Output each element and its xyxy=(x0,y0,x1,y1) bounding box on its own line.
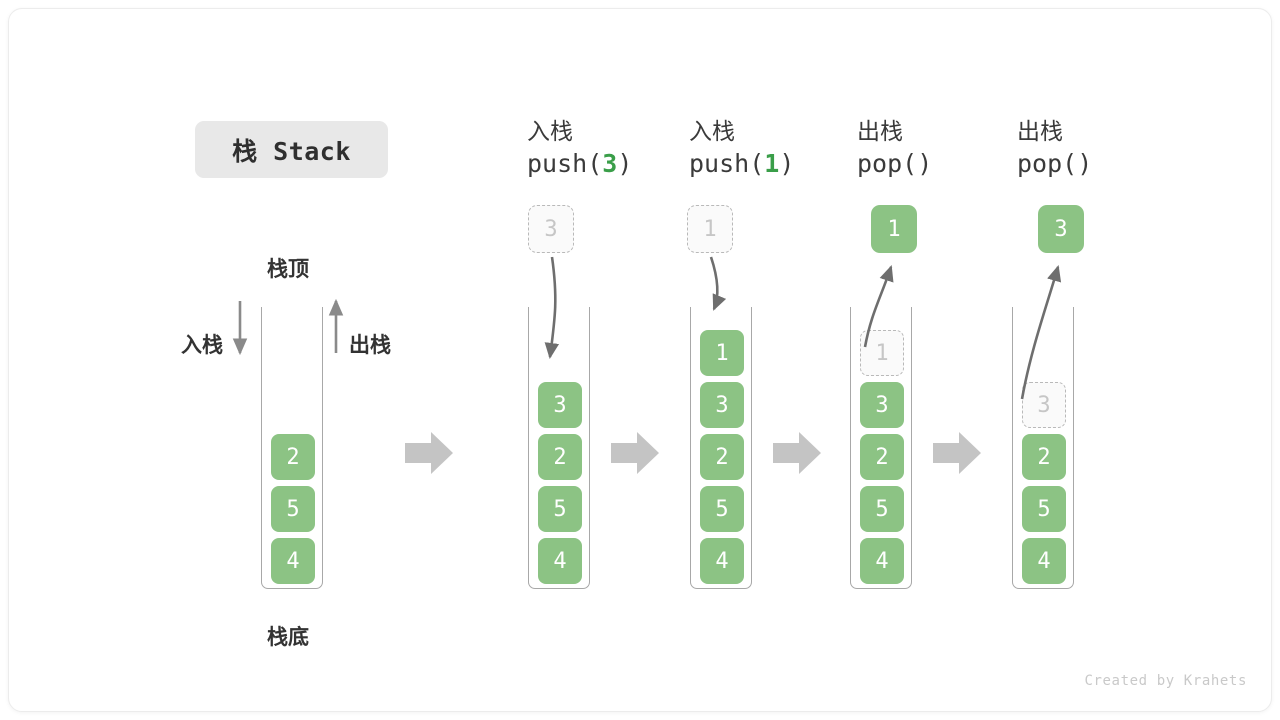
stack-cell: 5 xyxy=(1022,486,1066,532)
stack-cell: 4 xyxy=(700,538,744,584)
stack-items-pop-2: 4 5 2 3 xyxy=(1013,382,1075,584)
title-badge: 栈 Stack xyxy=(195,121,388,178)
column-header-code: push(3) xyxy=(527,147,727,181)
stack-tube-pop-2: 4 5 2 3 xyxy=(1012,307,1074,589)
stack-cell: 2 xyxy=(1022,434,1066,480)
column-header-cn: 入栈 xyxy=(689,119,735,145)
stack-cell: 4 xyxy=(271,538,315,584)
column-header-pop-2: 出栈 pop() xyxy=(1017,117,1217,181)
column-header-cn: 入栈 xyxy=(527,119,573,145)
stack-cell: 5 xyxy=(271,486,315,532)
stack-items-initial: 4 5 2 xyxy=(262,434,324,584)
code-argument: 1 xyxy=(764,149,780,178)
column-header-cn: 出栈 xyxy=(1017,119,1063,145)
pop-direction-label: 出栈 xyxy=(349,333,391,357)
stack-cell: 3 xyxy=(538,382,582,428)
floating-cell-push-3: 3 xyxy=(528,205,574,253)
column-header-pop-1: 出栈 pop() xyxy=(857,117,1057,181)
column-header-code: push(1) xyxy=(689,147,889,181)
stack-tube-initial: 4 5 2 xyxy=(261,307,323,589)
stack-cell: 2 xyxy=(700,434,744,480)
column-header-code: pop() xyxy=(1017,147,1217,181)
stack-top-label: 栈顶 xyxy=(267,257,309,281)
stack-cell: 2 xyxy=(538,434,582,480)
diagram-card: 栈 Stack 栈顶 入栈 出栈 4 5 2 栈底 入栈 push(3) 3 4… xyxy=(8,8,1272,712)
stack-cell: 4 xyxy=(1022,538,1066,584)
stack-cell: 1 xyxy=(700,330,744,376)
stack-tube-pop-1: 4 5 2 3 1 xyxy=(850,307,912,589)
stack-cell: 5 xyxy=(700,486,744,532)
code-suffix: ) xyxy=(1077,149,1093,178)
stack-items-push-3: 4 5 2 3 xyxy=(529,382,591,584)
code-prefix: push( xyxy=(527,149,603,178)
stack-cell: 2 xyxy=(271,434,315,480)
stack-cell: 2 xyxy=(860,434,904,480)
stack-cell: 4 xyxy=(860,538,904,584)
credit-text: Created by Krahets xyxy=(1084,673,1247,689)
push-direction-label: 入栈 xyxy=(181,333,223,357)
step-arrow-4-icon xyxy=(933,432,981,474)
arrows-overlay xyxy=(232,256,1062,474)
step-arrow-1-icon xyxy=(405,432,453,474)
column-header-push-1: 入栈 push(1) xyxy=(689,117,889,181)
floating-cell-pop-2: 3 xyxy=(1038,205,1084,253)
code-prefix: push( xyxy=(689,149,765,178)
column-header-cn: 出栈 xyxy=(857,119,903,145)
stack-cell: 1 xyxy=(860,330,904,376)
stack-tube-push-3: 4 5 2 3 xyxy=(528,307,590,589)
stack-items-push-1: 4 5 2 3 1 xyxy=(691,330,753,584)
code-suffix: ) xyxy=(779,149,795,178)
stack-cell: 5 xyxy=(538,486,582,532)
column-header-code: pop() xyxy=(857,147,1057,181)
floating-cell-push-1: 1 xyxy=(687,205,733,253)
stack-cell: 5 xyxy=(860,486,904,532)
stack-cell: 3 xyxy=(700,382,744,428)
stack-bottom-label: 栈底 xyxy=(267,625,309,649)
flow-arrow-push-1-icon xyxy=(709,256,727,311)
stack-cell: 3 xyxy=(1022,382,1066,428)
code-argument: 3 xyxy=(602,149,618,178)
stack-items-pop-1: 4 5 2 3 1 xyxy=(851,330,913,584)
code-suffix: ) xyxy=(617,149,633,178)
code-prefix: pop( xyxy=(1017,149,1078,178)
floating-cell-pop-1: 1 xyxy=(871,205,917,253)
step-arrow-3-icon xyxy=(773,432,821,474)
code-prefix: pop( xyxy=(857,149,918,178)
column-header-push-3: 入栈 push(3) xyxy=(527,117,727,181)
stack-cell: 4 xyxy=(538,538,582,584)
step-arrow-2-icon xyxy=(611,432,659,474)
code-suffix: ) xyxy=(917,149,933,178)
stack-tube-push-1: 4 5 2 3 1 xyxy=(690,307,752,589)
stack-cell: 3 xyxy=(860,382,904,428)
